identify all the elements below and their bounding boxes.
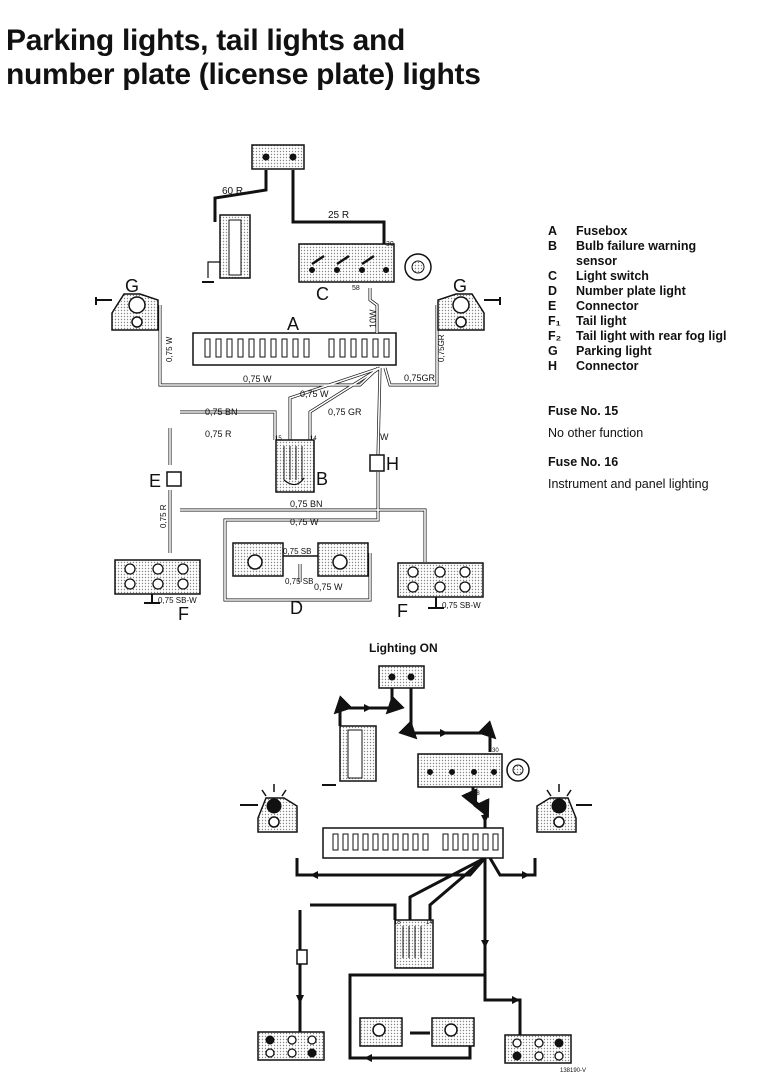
wire-label: 0,75GR (437, 334, 446, 362)
connector-e (166, 471, 182, 487)
title-line-2: number plate (license plate) lights (6, 58, 481, 91)
label-g-right: G (453, 276, 467, 296)
number-plate-light-d (232, 542, 369, 577)
label-f-left: F (178, 604, 189, 624)
parking-light-g-left (95, 293, 159, 331)
label-a: A (287, 314, 299, 334)
wire-label: 0,75 W (243, 374, 272, 384)
title-line-1: Parking lights, tail lights and (6, 24, 406, 57)
legend-item: sensor (576, 254, 617, 268)
terminal-label: 58 (352, 285, 360, 292)
wire-label: 0,75 R (205, 429, 232, 439)
label-d: D (290, 598, 303, 618)
fusebox-a (322, 827, 504, 859)
label-h: H (386, 454, 399, 474)
fuse-heading: Fuse No. 15 (548, 404, 619, 418)
wire-label: 25 R (328, 210, 349, 221)
tail-light-f-left (257, 1031, 325, 1061)
terminal-label: 15 (275, 436, 282, 442)
wire-label: 0,75 BN (205, 407, 238, 417)
number-plate-light-d (359, 1017, 475, 1047)
battery-unit (202, 214, 251, 283)
terminal-label: 14 (426, 920, 433, 926)
wire-label: 0,75 SB (283, 547, 311, 556)
wire-label: 0,75 W (314, 582, 343, 592)
label-g-left: G (125, 276, 139, 296)
battery-unit (322, 725, 377, 786)
bulb-failure-sensor-b (275, 439, 315, 493)
parking-light-g-right (437, 293, 501, 331)
wire-label: 0,75 SB (285, 577, 313, 586)
fuse-16-note: Fuse No. 16 Instrument and panel lightin… (548, 455, 709, 491)
reference-code: 138190-V (560, 1068, 587, 1074)
light-switch-c (298, 243, 432, 283)
terminal-label: 15 (394, 920, 401, 926)
label-f-right: F (397, 601, 408, 621)
wire-label: 0,75 R (159, 504, 168, 528)
light-switch-c (417, 753, 530, 788)
tail-light-f-right (504, 1034, 572, 1064)
label-c: C (316, 284, 329, 304)
tail-light-f-right (397, 562, 484, 609)
fuse-text: Instrument and panel lighting (548, 477, 709, 491)
battery-connector (378, 665, 425, 689)
wire-label: 0,75 W (165, 336, 174, 362)
parking-light-g-right (536, 784, 592, 833)
wire-label: 0,75GR (404, 373, 436, 383)
parking-light-g-left (240, 784, 298, 833)
page-title: Parking lights, tail lights and number p… (6, 24, 481, 92)
fusebox-a (192, 332, 397, 366)
wire-label: 0,75 W (290, 517, 319, 527)
wire-label: 10W (368, 309, 378, 328)
terminal-label: 30 (492, 748, 499, 754)
fuse-text: No other function (548, 426, 644, 440)
wire-label: 60 R (222, 186, 243, 197)
terminal-label: 30 (386, 241, 394, 248)
bottom-diagram (240, 665, 592, 1064)
connector-e (296, 949, 308, 965)
battery-connector (251, 144, 305, 170)
lighting-on-label: Lighting ON (369, 641, 438, 655)
wire-label: 0,75 BN (290, 499, 323, 509)
wire-label: 0,75 SB-W (442, 601, 481, 610)
wire-label: 0,75 W (300, 389, 329, 399)
fuse-heading: Fuse No. 16 (548, 455, 619, 469)
top-diagram (95, 144, 501, 609)
bulb-failure-sensor-b (394, 919, 434, 969)
label-b: B (316, 469, 328, 489)
tail-light-f-left (114, 559, 201, 604)
connector-h (369, 454, 385, 472)
fuse-15-note: Fuse No. 15 No other function (548, 404, 643, 440)
label-e: E (149, 471, 161, 491)
wire-label: W (380, 432, 389, 442)
terminal-label: 14 (310, 436, 317, 442)
wire-label: 0,75 SB-W (158, 596, 197, 605)
wire-label: 0,75 GR (328, 407, 362, 417)
terminal-label: 58 (473, 791, 480, 797)
